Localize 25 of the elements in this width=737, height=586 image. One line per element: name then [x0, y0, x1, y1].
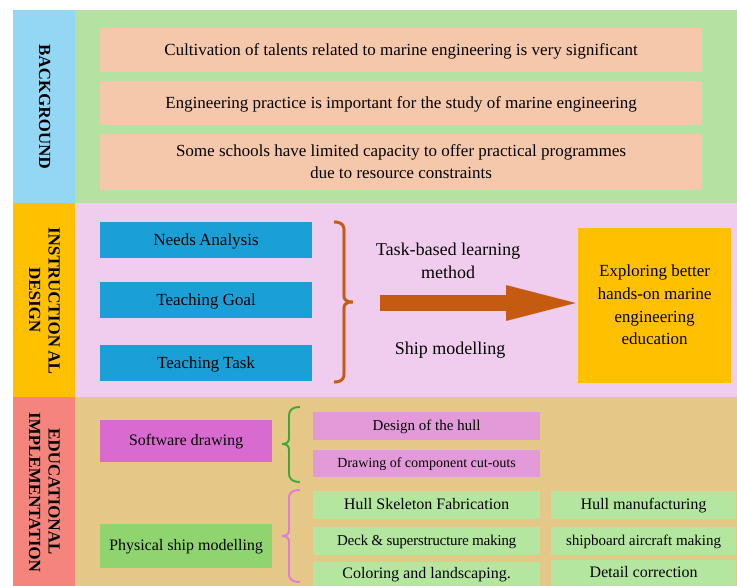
section-panel: [75, 203, 737, 397]
design-step-box: Teaching Goal: [100, 282, 312, 318]
task-box: Design of the hull: [313, 412, 540, 440]
section-label: BACKGROUND: [13, 10, 75, 203]
design-step-box: Teaching Task: [100, 345, 312, 381]
method-box: Physical ship modelling: [100, 524, 272, 568]
section-panel: [75, 10, 737, 203]
annotation-text: Ship modelling: [394, 337, 506, 360]
task-box: Hull manufacturing: [551, 491, 736, 519]
task-box: Deck & superstructure making: [313, 527, 540, 555]
task-box: shipboard aircraft making: [551, 527, 736, 555]
task-box: Hull Skeleton Fabrication: [313, 491, 540, 519]
task-box: Drawing of component cut-outs: [313, 450, 540, 477]
section-label: EDUCATIONAL IMPLEMENTATION: [13, 397, 75, 586]
method-box: Software drawing: [100, 420, 272, 462]
block-arrow: [380, 285, 576, 321]
design-step-box: Needs Analysis: [100, 222, 312, 258]
section-panel: [75, 397, 737, 586]
section-label: INSTRUCTION AL DESIGN: [13, 203, 75, 397]
statement-box: Engineering practice is important for the study of marine engineering: [100, 81, 702, 125]
task-box: Detail correction: [551, 560, 736, 586]
task-box: Coloring and landscaping.: [313, 562, 540, 586]
statement-box: Some schools have limited capacity to offer practical programmes due to resource constraints: [100, 134, 702, 190]
statement-box: Cultivation of talents related to marine engineering is very significant: [100, 28, 702, 72]
goal-box: Exploring better hands-on marine engineering education: [578, 228, 731, 383]
